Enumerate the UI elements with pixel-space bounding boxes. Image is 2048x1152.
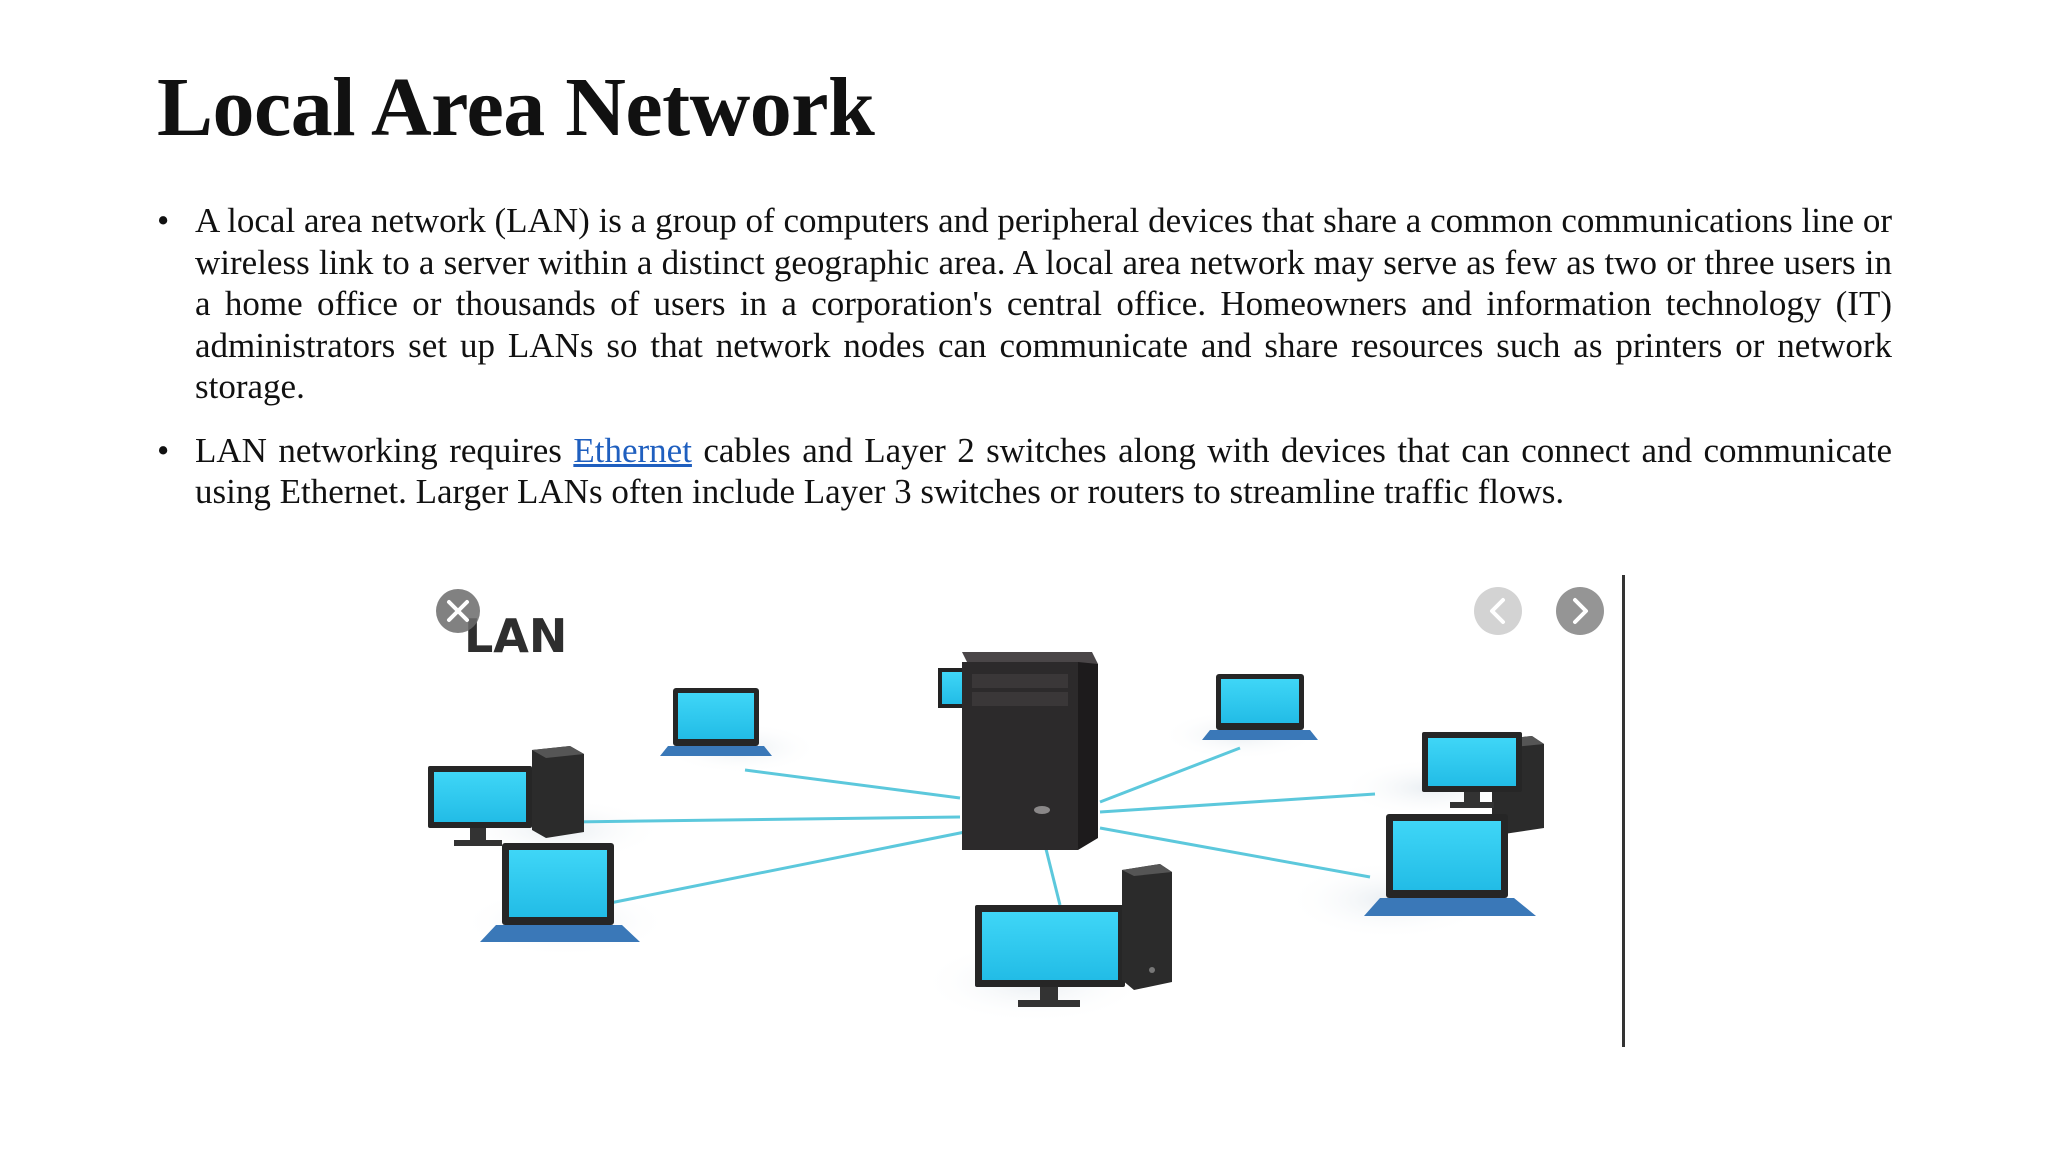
lan-label: LAN (464, 609, 567, 663)
slide-title: Local Area Network (157, 61, 875, 154)
bullet-text-end: cables and Layer 2 switches along with d… (195, 430, 1892, 512)
lan-diagram-image: LAN (420, 570, 1630, 1050)
bullet-list: A local area network (LAN) is a group of… (157, 200, 1892, 535)
server-icon (962, 652, 1098, 850)
bullet-text-start: LAN networking requires (195, 430, 574, 470)
bullet-item: LAN networking requires Ethernet cables … (157, 430, 1892, 513)
laptop-icon (1202, 674, 1318, 740)
bullet-text: A local area network (LAN) is a group of… (195, 201, 1892, 406)
desktop-computer-icon (1422, 732, 1544, 834)
bullet-item: A local area network (LAN) is a group of… (157, 200, 1892, 408)
chevron-left-icon[interactable] (1474, 587, 1522, 635)
laptop-icon (1364, 814, 1536, 916)
chevron-right-icon[interactable] (1556, 587, 1604, 635)
desktop-computer-icon (975, 864, 1172, 1007)
ethernet-link[interactable]: Ethernet (573, 430, 692, 470)
laptop-icon (660, 688, 772, 756)
close-icon[interactable] (436, 589, 480, 633)
network-cables (569, 746, 1376, 907)
laptop-icon (480, 843, 640, 942)
image-divider-line (1622, 575, 1625, 1047)
desktop-computer-icon (428, 746, 584, 846)
